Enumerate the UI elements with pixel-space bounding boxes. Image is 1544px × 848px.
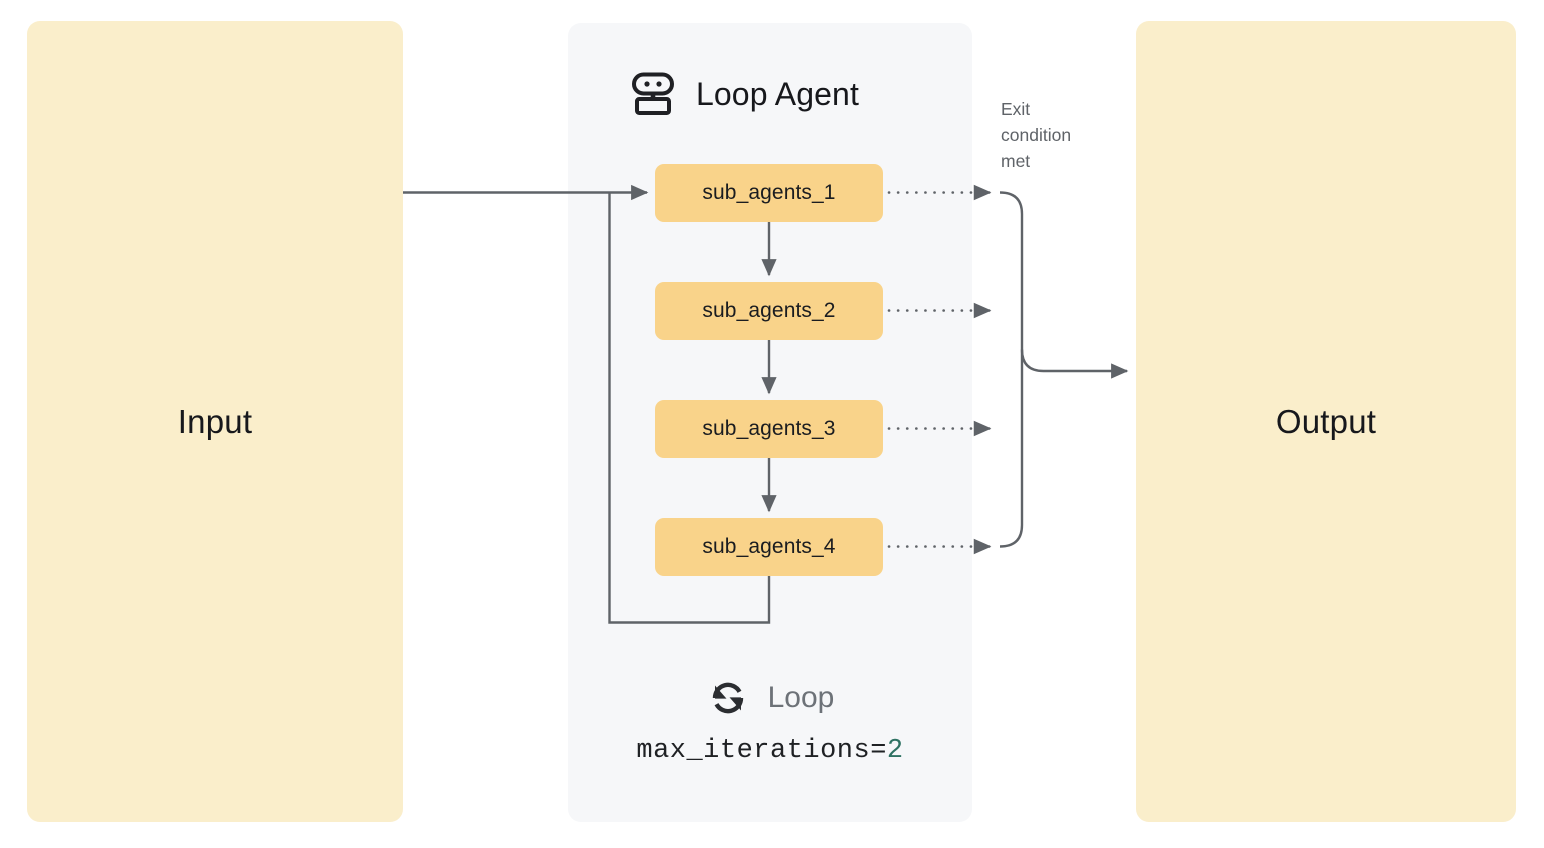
output-label: Output: [1275, 402, 1377, 440]
exit-caption-line-1: Exit: [1001, 99, 1031, 119]
exit-condition-caption: Exit condition met: [1001, 96, 1111, 174]
loop-footer: Loop max_iterations=2: [568, 668, 972, 767]
sub-agent-label: sub_agents_2: [702, 299, 836, 322]
output-panel: Output: [1136, 21, 1516, 822]
loop-agent-title: Loop Agent: [696, 76, 859, 112]
loop-label: Loop: [767, 681, 835, 714]
sub-agent-box-3[interactable]: sub_agents_3: [655, 400, 883, 458]
max-iterations-name: max_iterations=: [636, 736, 887, 766]
robot-icon: [630, 72, 676, 116]
sub-agent-label: sub_agents_1: [702, 181, 836, 204]
input-panel: Input: [27, 21, 403, 822]
loop-agent-header: Loop Agent: [630, 63, 859, 125]
max-iterations-value: 2: [886, 736, 904, 766]
max-iterations-expression: max_iterations=2: [568, 736, 972, 766]
exit-caption-line-2: condition: [1001, 125, 1072, 145]
input-label: Input: [177, 402, 253, 440]
loop-row: Loop: [568, 668, 972, 728]
sub-agent-box-1[interactable]: sub_agents_1: [655, 164, 883, 222]
sub-agent-box-4[interactable]: sub_agents_4: [655, 518, 883, 576]
sub-agent-label: sub_agents_4: [702, 535, 836, 558]
loop-repeat-icon: [706, 676, 750, 720]
wire-exit-collector: [999, 191, 1024, 548]
sub-agent-label: sub_agents_3: [702, 417, 836, 440]
wire-collector-to-output: [1020, 349, 1129, 379]
sub-agent-box-2[interactable]: sub_agents_2: [655, 282, 883, 340]
exit-caption-line-3: met: [1001, 151, 1031, 171]
